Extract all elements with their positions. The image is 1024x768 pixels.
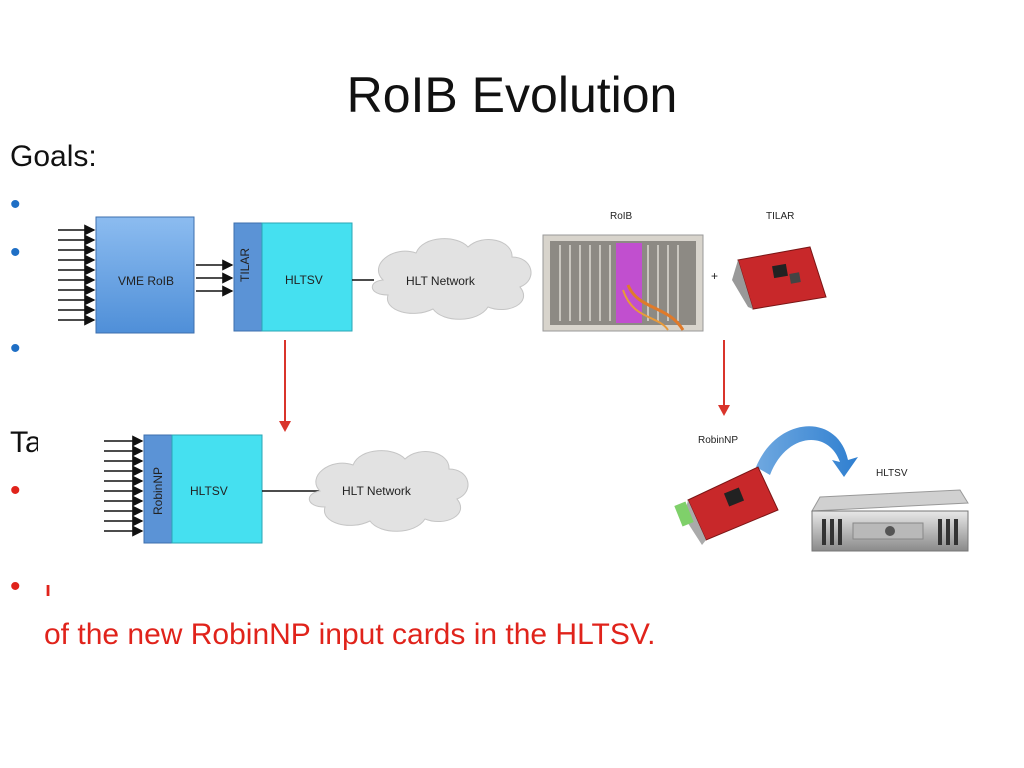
tilar-box	[233, 222, 263, 332]
tilar-label: TILAR	[238, 247, 252, 282]
input-arrows-top	[58, 224, 96, 326]
tasks-bullet-2-continuation: of the new RobinNP input cards in the HL…	[44, 618, 656, 651]
curved-arrow-icon	[756, 426, 858, 477]
hltsv-server-photo	[811, 489, 969, 552]
bullet-symbol: •	[10, 332, 21, 365]
bullet-symbol: •	[10, 188, 21, 221]
hlt-network-label-bottom: HLT Network	[342, 484, 411, 498]
robinnp-box	[143, 434, 173, 544]
architecture-diagram-svg	[58, 216, 969, 552]
hlt-network-label-top: HLT Network	[406, 274, 475, 288]
hltsv-box-top	[261, 222, 353, 332]
bullet-symbol: •	[10, 570, 21, 603]
bullet-symbol: •	[10, 236, 21, 269]
input-arrows-bottom	[104, 435, 144, 537]
goals-heading: Goals:	[10, 140, 97, 173]
hltsv-label-bottom: HLTSV	[190, 484, 228, 498]
vme-roib-label: VME RoIB	[118, 274, 175, 288]
roib-photo-label: RoIB	[610, 211, 633, 222]
evolution-arrow-left-head	[279, 421, 291, 432]
plus-sign: +	[711, 269, 719, 283]
bullet-symbol: •	[10, 474, 21, 507]
hltsv-label-top: HLTSV	[285, 273, 323, 287]
vme-roib-box	[95, 216, 195, 334]
hltsv-box-bottom	[171, 434, 263, 544]
architecture-diagram: VME RoIB TILAR HLTSV HLT Network RobinNP…	[38, 185, 1024, 585]
evolution-arrow-right-head	[718, 405, 730, 416]
slide-title: RoIB Evolution	[346, 67, 678, 123]
roib-crate-photo	[542, 234, 704, 332]
robinnp-card-photo	[674, 466, 779, 545]
roib-to-tilar-arrows	[196, 259, 234, 297]
robinnp-photo-label: RobinNP	[698, 435, 739, 446]
hlt-network-cloud-bottom	[308, 450, 469, 532]
tilar-card-photo	[732, 246, 827, 310]
tilar-photo-label: TILAR	[766, 211, 795, 222]
hlt-network-cloud-top	[371, 238, 532, 320]
robinnp-label: RobinNP	[151, 466, 165, 515]
hltsv-photo-label: HLTSV	[876, 468, 908, 479]
